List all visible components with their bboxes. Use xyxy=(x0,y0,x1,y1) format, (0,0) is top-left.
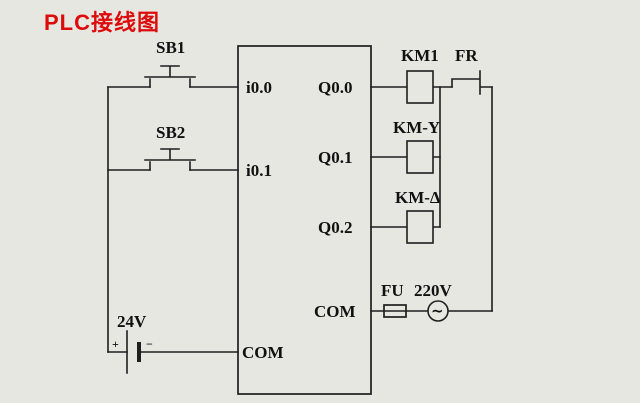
battery-minus-label: − xyxy=(146,337,153,351)
ac-wave-glyph: ~ xyxy=(431,302,444,320)
q01-branch: KM-Y xyxy=(370,118,441,174)
plc-output-label-q01: Q0.1 xyxy=(318,148,352,167)
sb1-branch: SB1 xyxy=(107,38,239,88)
battery-voltage-label: 24V xyxy=(117,312,147,331)
plc-input-label-i01: i0.1 xyxy=(246,161,272,180)
fr-label: FR xyxy=(455,46,478,65)
battery-branch: 24V + − xyxy=(107,312,239,374)
fu-fuse-icon xyxy=(383,304,407,318)
battery-plus-label: + xyxy=(112,337,119,351)
plc-output-label-q00: Q0.0 xyxy=(318,78,352,97)
fu-label: FU xyxy=(381,281,404,300)
plc-input-label-com: COM xyxy=(242,343,284,362)
sb1-pushbutton-no-icon xyxy=(144,65,196,88)
ac-voltage-label: 220V xyxy=(414,281,453,300)
fr-contact xyxy=(451,70,493,95)
sb2-label: SB2 xyxy=(156,123,185,142)
plc-input-label-i00: i0.0 xyxy=(246,78,272,97)
km1-label: KM1 xyxy=(401,46,439,65)
km-y-coil-icon xyxy=(406,140,434,174)
sb2-pushbutton-no-icon xyxy=(144,148,196,171)
plc-box: i0.0 i0.1 COM Q0.0 Q0.1 Q0.2 COM xyxy=(237,45,372,395)
plc-output-label-q02: Q0.2 xyxy=(318,218,352,237)
pushbutton-contact xyxy=(144,65,196,88)
sb1-label: SB1 xyxy=(156,38,185,57)
q02-branch: KM-Δ xyxy=(370,188,441,244)
pushbutton-contact xyxy=(144,148,196,171)
com-right-branch: FU ~ 220V xyxy=(370,281,493,322)
page-title: PLC接线图 xyxy=(44,10,160,35)
sb2-branch: SB2 xyxy=(107,123,239,171)
fr-nc-contact-icon xyxy=(451,70,493,95)
plc-output-label-com: COM xyxy=(314,302,356,321)
km-delta-label: KM-Δ xyxy=(395,188,441,207)
km1-coil-icon xyxy=(406,70,434,104)
battery-icon xyxy=(126,330,141,374)
km-delta-coil-icon xyxy=(406,210,434,244)
ac-source-circle xyxy=(427,300,449,322)
plc-outline xyxy=(237,45,372,395)
km-y-label: KM-Y xyxy=(393,118,440,137)
ac-source-icon: ~ xyxy=(427,300,449,322)
q00-branch: KM1 FR xyxy=(370,46,493,104)
